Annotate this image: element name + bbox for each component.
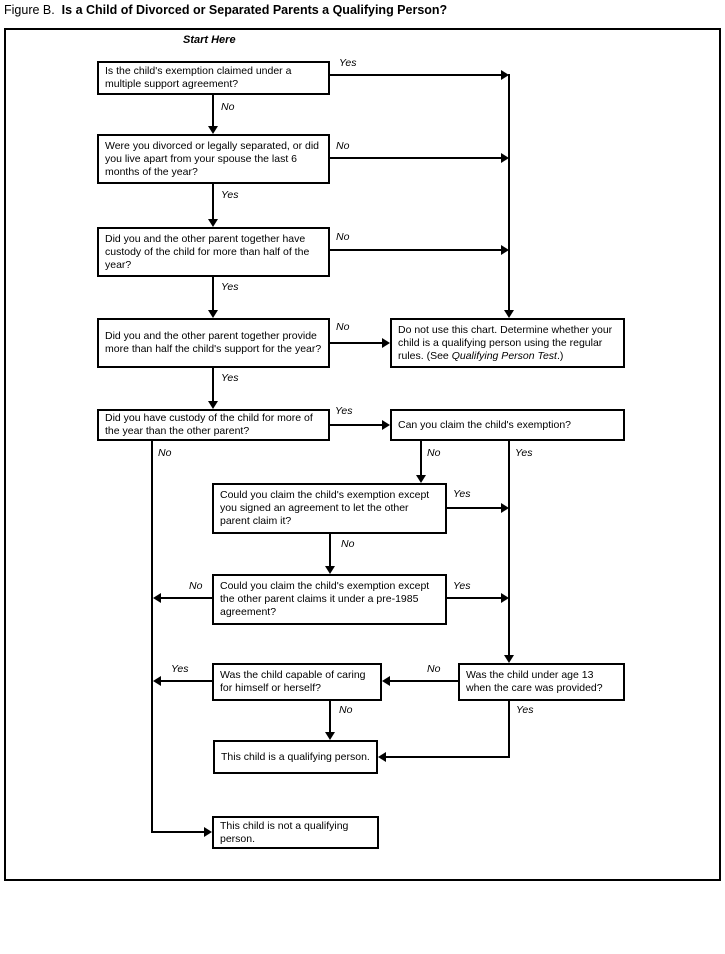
connector-line <box>386 756 510 758</box>
arrowhead-down <box>504 655 514 663</box>
edge-label-no: No <box>189 580 203 592</box>
connector-line <box>508 74 510 310</box>
edge-label-yes: Yes <box>171 663 189 675</box>
edge-label-yes: Yes <box>339 57 357 69</box>
edge-label-yes: Yes <box>453 488 471 500</box>
arrowhead-down <box>208 219 218 227</box>
connector-line <box>330 157 501 159</box>
arrowhead-right <box>501 153 509 163</box>
do-not-use-suffix: .) <box>556 349 564 362</box>
arrowhead-down <box>416 475 426 483</box>
connector-line <box>212 277 214 310</box>
node-can-you-claim-exemption: Can you claim the child's exemption? <box>390 409 625 441</box>
do-not-use-italic-ref: Qualifying Person Test <box>451 349 557 362</box>
node-divorced-or-separated: Were you divorced or legally separated, … <box>97 134 330 184</box>
arrowhead-right <box>382 338 390 348</box>
node-do-not-use-chart: Do not use this chart. Determine whether… <box>390 318 625 368</box>
edge-label-yes: Yes <box>221 372 239 384</box>
node-child-capable-caring: Was the child capable of caring for hims… <box>212 663 382 701</box>
edge-label-yes: Yes <box>453 580 471 592</box>
node-pre-1985-agreement: Could you claim the child's exemption ex… <box>212 574 447 625</box>
connector-line <box>161 680 212 682</box>
node-qualifying-person: This child is a qualifying person. <box>213 740 378 774</box>
connector-line <box>447 597 501 599</box>
edge-label-no: No <box>427 663 441 675</box>
connector-line <box>212 368 214 401</box>
chart-border <box>4 28 721 881</box>
node-custody-more-of-year: Did you have custody of the child for mo… <box>97 409 330 441</box>
edge-label-yes: Yes <box>221 281 239 293</box>
arrowhead-right <box>501 70 509 80</box>
edge-label-no: No <box>336 321 350 333</box>
node-signed-agreement: Could you claim the child's exemption ex… <box>212 483 447 534</box>
connector-line <box>212 95 214 126</box>
start-here-label: Start Here <box>183 34 236 46</box>
edge-label-no: No <box>427 447 441 459</box>
node-support-together: Did you and the other parent together pr… <box>97 318 330 368</box>
connector-line <box>151 831 204 833</box>
connector-line <box>329 701 331 732</box>
connector-line <box>330 74 501 76</box>
node-multiple-support-agreement: Is the child's exemption claimed under a… <box>97 61 330 95</box>
edge-label-no: No <box>336 140 350 152</box>
connector-line <box>330 342 382 344</box>
connector-line <box>390 680 458 682</box>
node-not-qualifying-person: This child is not a qualifying person. <box>212 816 379 849</box>
node-child-under-13: Was the child under age 13 when the care… <box>458 663 625 701</box>
arrowhead-down <box>208 401 218 409</box>
arrowhead-down <box>504 310 514 318</box>
connector-line <box>420 441 422 475</box>
arrowhead-right <box>501 593 509 603</box>
edge-label-yes: Yes <box>516 704 534 716</box>
edge-label-no: No <box>221 101 235 113</box>
arrowhead-down <box>208 310 218 318</box>
edge-label-no: No <box>339 704 353 716</box>
edge-label-no: No <box>341 538 355 550</box>
arrowhead-right <box>204 827 212 837</box>
connector-line <box>212 184 214 219</box>
edge-label-no: No <box>158 447 172 459</box>
edge-label-yes: Yes <box>221 189 239 201</box>
arrowhead-down <box>208 126 218 134</box>
node-custody-together: Did you and the other parent together ha… <box>97 227 330 277</box>
arrowhead-left <box>153 676 161 686</box>
edge-label-yes: Yes <box>515 447 533 459</box>
connector-line <box>330 249 501 251</box>
arrowhead-right <box>382 420 390 430</box>
figure-label: Figure B. <box>4 3 55 17</box>
figure-title: Figure B. Is a Child of Divorced or Sepa… <box>4 3 447 17</box>
connector-line <box>508 441 510 655</box>
arrowhead-right <box>501 503 509 513</box>
connector-line <box>151 441 153 833</box>
connector-line <box>329 534 331 566</box>
arrowhead-down <box>325 566 335 574</box>
figure-heading: Is a Child of Divorced or Separated Pare… <box>61 3 448 17</box>
edge-label-yes: Yes <box>335 405 353 417</box>
edge-label-no: No <box>336 231 350 243</box>
arrowhead-right <box>501 245 509 255</box>
arrowhead-down <box>325 732 335 740</box>
arrowhead-left <box>382 676 390 686</box>
connector-line <box>161 597 212 599</box>
do-not-use-text: Do not use this chart. Determine whether… <box>398 323 613 362</box>
connector-line <box>447 507 501 509</box>
arrowhead-left <box>153 593 161 603</box>
arrowhead-left <box>378 752 386 762</box>
connector-line <box>330 424 382 426</box>
connector-line <box>508 701 510 758</box>
